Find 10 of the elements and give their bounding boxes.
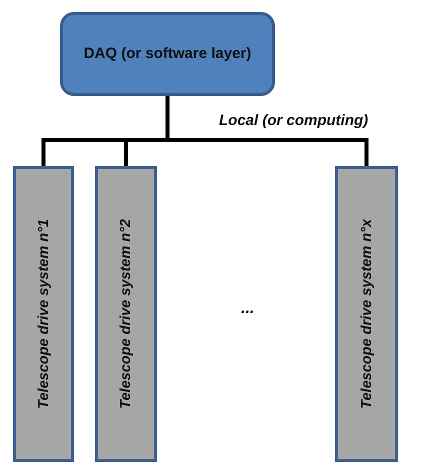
drive-system-column: [95, 166, 157, 462]
column-label: Telescope drive system n°2: [118, 219, 134, 409]
drive-system-column: [335, 166, 398, 462]
column-label: Telescope drive system n°x: [358, 219, 374, 409]
box-label: DAQ (or software layer): [82, 44, 252, 64]
column-label: Telescope drive system n°1: [36, 219, 52, 409]
system-box: [60, 12, 275, 96]
ellipsis-text: ...: [241, 300, 254, 318]
bus-label: Local (or computing): [219, 112, 368, 129]
drive-system-column: [13, 166, 74, 462]
